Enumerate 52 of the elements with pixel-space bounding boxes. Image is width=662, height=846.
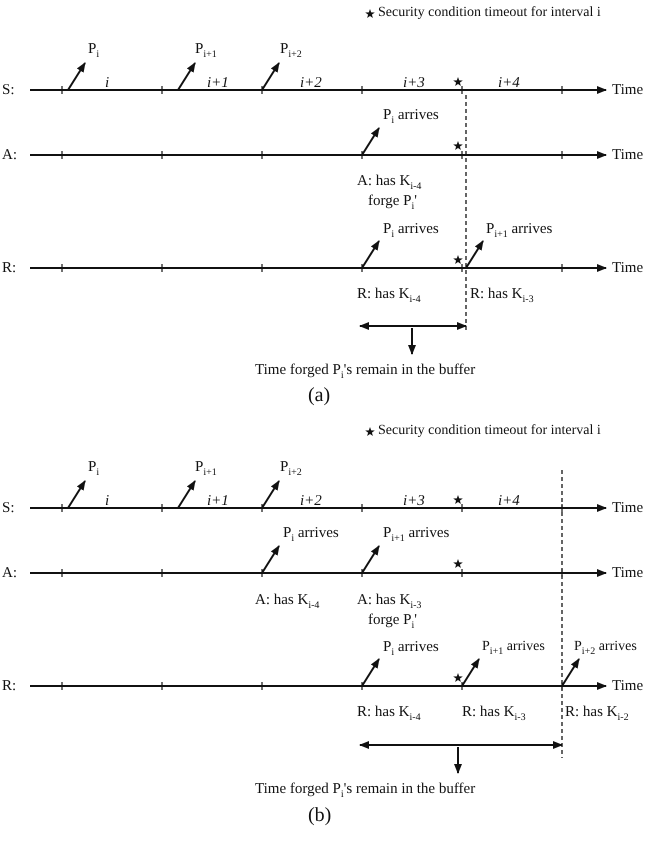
packet-label: P$_{i}$ bbox=[88, 40, 100, 62]
legend-text: Security condition timeout for interval i bbox=[378, 422, 601, 440]
buffer-note: Time forged P$_{i}$'s remain in the buffer bbox=[255, 361, 476, 383]
key-note: A: has K$_{i-4}$ bbox=[357, 172, 422, 194]
forge-note: forge P$_{i}$' bbox=[368, 192, 417, 214]
packet-label: P$_{i+2}$ arrives bbox=[574, 638, 637, 659]
line-name: R: bbox=[2, 677, 16, 695]
interval-label: i+1 bbox=[207, 492, 229, 510]
interval-label: i bbox=[105, 492, 110, 510]
axis-label: Time bbox=[612, 146, 644, 164]
interval-label: i+2 bbox=[300, 492, 322, 510]
key-note: R: has K$_{i-3}$ bbox=[462, 703, 526, 725]
key-note: R: has K$_{i-3}$ bbox=[470, 285, 534, 307]
packet-label: P$_{i}$ arrives bbox=[383, 220, 439, 242]
axis-label: Time bbox=[612, 564, 644, 582]
packet-label: P$_{i+1}$ arrives bbox=[486, 220, 552, 242]
packet-label: P$_{i+1}$ arrives bbox=[383, 524, 450, 546]
interval-label: i+1 bbox=[207, 74, 229, 92]
interval-label: i+3 bbox=[403, 74, 425, 92]
forge-note: forge P$_{i}$' bbox=[368, 611, 417, 633]
axis-label: Time bbox=[612, 259, 644, 277]
axis-label: Time bbox=[612, 677, 644, 695]
key-note: R: has K$_{i-2}$ bbox=[565, 703, 629, 725]
key-note: R: has K$_{i-4}$ bbox=[357, 285, 421, 307]
interval-label: i+3 bbox=[403, 492, 425, 510]
panel-label: (a) bbox=[308, 386, 330, 404]
interval-label: i bbox=[105, 74, 110, 92]
legend-text: Security condition timeout for interval i bbox=[378, 4, 601, 22]
key-note: A: has K$_{i-3}$ bbox=[357, 591, 422, 613]
line-name: S: bbox=[2, 499, 15, 517]
line-name: A: bbox=[2, 146, 17, 164]
buffer-note: Time forged P$_{i}$'s remain in the buffer bbox=[255, 780, 476, 802]
key-note: A: has K$_{i-4}$ bbox=[255, 591, 320, 613]
interval-label: i+2 bbox=[300, 74, 322, 92]
axis-label: Time bbox=[612, 81, 644, 99]
packet-label: P$_{i}$ arrives bbox=[283, 524, 339, 546]
line-name: R: bbox=[2, 259, 16, 277]
packet-label: P$_{i}$ arrives bbox=[383, 106, 439, 128]
packet-label: P$_{i+1}$ arrives bbox=[482, 638, 545, 659]
packet-label: P$_{i+1}$ bbox=[195, 40, 217, 62]
panel-label: (b) bbox=[308, 806, 332, 824]
axis-label: Time bbox=[612, 499, 644, 517]
interval-label: i+4 bbox=[498, 492, 520, 510]
line-name: S: bbox=[2, 81, 15, 99]
packet-label: P$_{i+1}$ bbox=[195, 458, 217, 480]
line-name: A: bbox=[2, 564, 17, 582]
interval-label: i+4 bbox=[498, 74, 520, 92]
packet-label: P$_{i+2}$ bbox=[280, 40, 302, 62]
packet-label: P$_{i}$ bbox=[88, 458, 100, 480]
packet-label: P$_{i+2}$ bbox=[280, 458, 302, 480]
packet-label: P$_{i}$ arrives bbox=[383, 638, 439, 660]
key-note: R: has K$_{i-4}$ bbox=[357, 703, 421, 725]
